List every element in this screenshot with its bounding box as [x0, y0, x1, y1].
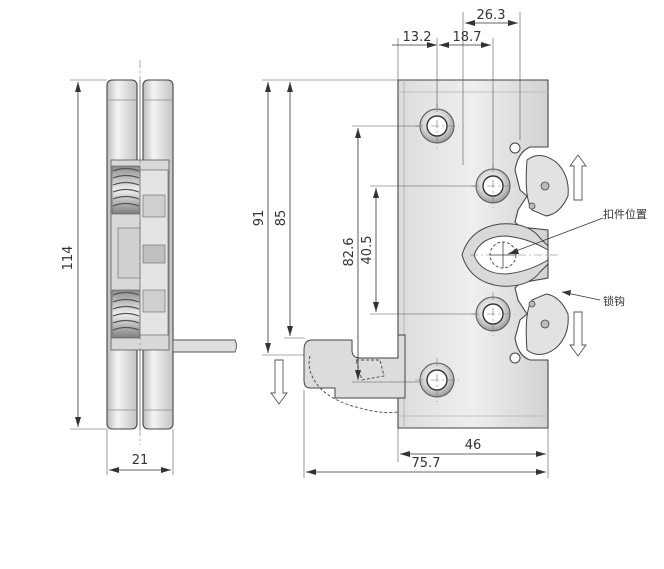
- upper-spring: [111, 165, 141, 215]
- dim-13-2: 13.2: [392, 30, 438, 107]
- dim-26-3: 26.3: [462, 8, 521, 165]
- front-view: [270, 79, 587, 429]
- lower-spring: [111, 289, 141, 339]
- striker-bracket: [303, 334, 406, 399]
- arrow-down-striker: [270, 359, 288, 405]
- dim-40-5: 40.5: [360, 185, 476, 315]
- dim-75-7-label: 75.7: [412, 456, 441, 471]
- dim-82-6: 82.6: [342, 125, 420, 383]
- dim-18-7-label: 18.7: [453, 30, 482, 45]
- dim-18-7: 18.7: [439, 30, 494, 170]
- small-hole-bottom: [509, 352, 521, 364]
- callout-striker-position: 扣件位置: [507, 207, 647, 255]
- side-view: [106, 60, 237, 445]
- latch-hook-label: 锁钩: [603, 294, 625, 308]
- dim-75-7: 75.7: [303, 390, 546, 478]
- striker-bracket-dashed: [308, 355, 399, 413]
- callout-latch-hook: 锁钩: [561, 290, 625, 308]
- dim-85: 85: [274, 82, 304, 339]
- dim-13-2-label: 13.2: [403, 30, 432, 45]
- dim-91: 91: [252, 79, 398, 356]
- dim-21: 21: [106, 429, 174, 475]
- dim-91-label: 91: [252, 210, 267, 227]
- dim-46: 46: [397, 428, 549, 478]
- striker-position-label: 扣件位置: [603, 207, 647, 221]
- dim-85-label: 85: [274, 210, 289, 227]
- arrow-up: [569, 154, 587, 201]
- dim-40-5-label: 40.5: [360, 236, 375, 265]
- dim-82-6-label: 82.6: [342, 238, 357, 267]
- side-lever-pin: [172, 339, 237, 353]
- small-hole-top: [509, 142, 521, 154]
- arrow-down: [569, 311, 587, 357]
- dim-114-label: 114: [61, 246, 76, 271]
- dim-114: 114: [61, 79, 107, 430]
- dim-21-label: 21: [132, 453, 149, 468]
- dim-26-3-label: 26.3: [477, 8, 506, 23]
- dim-46-label: 46: [465, 438, 482, 453]
